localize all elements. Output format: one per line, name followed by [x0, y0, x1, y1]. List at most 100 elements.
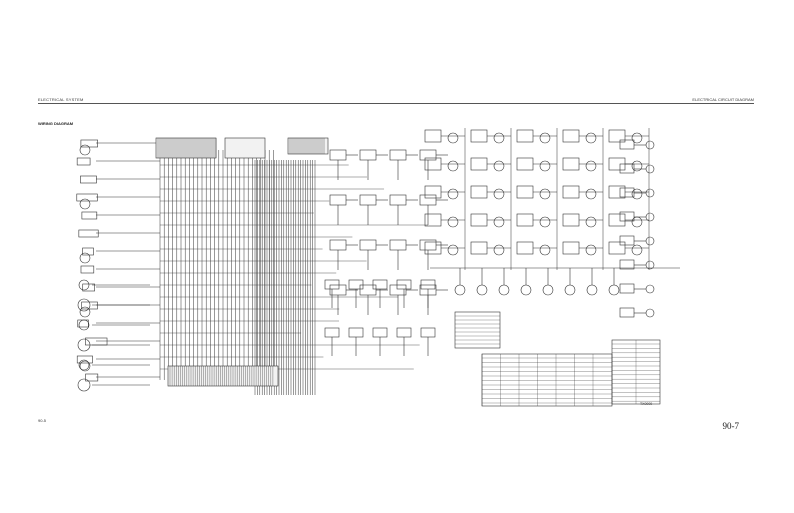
- component-box: [619, 187, 635, 198]
- component-box: [359, 149, 377, 161]
- header-chapter-title: ELECTRICAL CIRCUIT DIAGRAM: [692, 97, 754, 102]
- component-box: [619, 163, 635, 174]
- component-box: [324, 279, 340, 290]
- component-symbol: [476, 284, 488, 296]
- component-symbol: [585, 160, 597, 172]
- component-symbol: [77, 378, 91, 392]
- component-box: [562, 129, 580, 143]
- component-symbol: [493, 188, 505, 200]
- component-symbol: [608, 284, 620, 296]
- component-symbol: [498, 284, 510, 296]
- component-symbol: [78, 319, 90, 331]
- component-symbol: [564, 284, 576, 296]
- component-symbol: [79, 144, 91, 156]
- component-symbol: [520, 284, 532, 296]
- component-box: [82, 247, 94, 256]
- component-symbol: [645, 236, 655, 246]
- component-symbol: [586, 284, 598, 296]
- component-box: [619, 259, 635, 270]
- component-box: [516, 129, 534, 143]
- component-symbol: [542, 284, 554, 296]
- component-box: [470, 129, 488, 143]
- component-box: [470, 213, 488, 227]
- component-box: [348, 327, 364, 338]
- component-symbol: [79, 360, 91, 372]
- component-box: [608, 241, 626, 255]
- component-symbol: [631, 244, 643, 256]
- component-symbol: [77, 298, 91, 312]
- component-box: [619, 307, 635, 318]
- component-box: [516, 157, 534, 171]
- component-symbol: [447, 188, 459, 200]
- component-box: [419, 149, 437, 161]
- component-box: [470, 241, 488, 255]
- drawing-code: TX0000: [640, 402, 653, 406]
- component-box: [324, 327, 340, 338]
- component-box: [562, 185, 580, 199]
- component-box: [516, 213, 534, 227]
- component-box: [470, 185, 488, 199]
- component-box: [424, 185, 442, 199]
- component-symbol: [585, 216, 597, 228]
- component-box: [424, 241, 442, 255]
- component-box: [329, 284, 347, 296]
- component-symbol: [454, 284, 466, 296]
- component-box: [359, 239, 377, 251]
- component-box: [619, 139, 635, 150]
- component-box: [562, 157, 580, 171]
- component-box: [389, 239, 407, 251]
- component-box: [224, 137, 266, 159]
- component-symbol: [645, 140, 655, 150]
- component-box: [372, 279, 388, 290]
- component-box: [389, 284, 407, 296]
- component-symbol: [585, 244, 597, 256]
- component-symbol: [631, 160, 643, 172]
- component-symbol: [645, 164, 655, 174]
- component-symbol: [78, 359, 90, 371]
- component-symbol: [493, 244, 505, 256]
- component-box: [396, 327, 412, 338]
- component-symbol: [539, 188, 551, 200]
- component-box: [419, 194, 437, 206]
- component-box: [80, 139, 98, 148]
- component-symbol: [78, 279, 90, 291]
- component-symbol: [493, 160, 505, 172]
- component-symbol: [539, 244, 551, 256]
- component-box: [348, 279, 364, 290]
- component-box: [329, 194, 347, 206]
- component-symbol: [79, 252, 91, 264]
- component-symbol: [585, 132, 597, 144]
- component-symbol: [645, 212, 655, 222]
- component-box: [420, 279, 436, 290]
- component-symbol: [645, 188, 655, 198]
- component-box: [167, 365, 279, 387]
- component-box: [419, 239, 437, 251]
- header-section-title: ELECTRICAL SYSTEM: [38, 97, 84, 102]
- component-box: [470, 157, 488, 171]
- component-box: [619, 211, 635, 222]
- component-box: [516, 185, 534, 199]
- component-box: [481, 353, 613, 407]
- footer-page-id: 90-7: [722, 421, 740, 431]
- component-box: [85, 373, 99, 382]
- component-symbol: [493, 132, 505, 144]
- component-symbol: [447, 132, 459, 144]
- component-symbol: [539, 216, 551, 228]
- component-symbol: [631, 188, 643, 200]
- component-symbol: [631, 216, 643, 228]
- component-box: [562, 241, 580, 255]
- component-box: [372, 327, 388, 338]
- component-box: [619, 235, 635, 246]
- component-box: [359, 194, 377, 206]
- component-symbol: [645, 308, 655, 318]
- component-symbol: [539, 160, 551, 172]
- component-box: [359, 284, 377, 296]
- component-box: [619, 283, 635, 294]
- component-symbol: [585, 188, 597, 200]
- component-symbol: [77, 338, 91, 352]
- component-symbol: [631, 132, 643, 144]
- component-box: [78, 229, 99, 238]
- component-symbol: [79, 306, 91, 318]
